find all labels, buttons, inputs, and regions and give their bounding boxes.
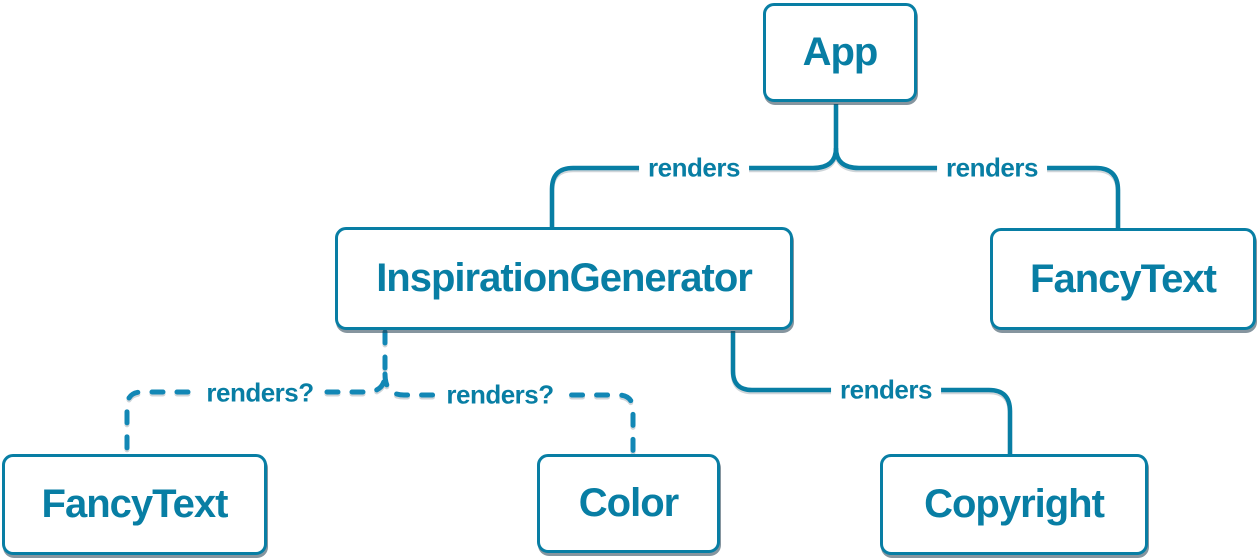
edge-app-to-fancy-text [833,147,1121,229]
node-fancy-text-top-label: FancyText [1030,256,1217,301]
node-inspiration-generator: InspirationGenerator [335,227,793,330]
edge-app-to-inspiration-generator [549,147,839,228]
edge-label-inspiration-generator-to-color: renders? [437,379,563,411]
node-copyright: Copyright [880,454,1148,555]
node-copyright-label: Copyright [924,482,1105,526]
node-app-label: App [802,30,879,74]
edge-label-inspiration-generator-to-copyright: renders [831,374,941,406]
edge-label-app-to-fancy-text: renders [937,152,1047,184]
edge-label-inspiration-generator-to-fancy-text: renders? [197,377,323,409]
node-fancy-text-top: FancyText [990,228,1256,330]
node-fancy-text-bottom: FancyText [2,454,267,555]
node-inspiration-generator-label: InspirationGenerator [376,256,753,300]
node-color-label: Color [578,481,679,525]
edge-inspiration-generator-to-color [382,371,636,458]
node-app: App [763,3,917,102]
edge-label-app-to-inspiration-generator: renders [639,152,749,184]
node-fancy-text-bottom-label: FancyText [41,482,229,526]
node-color: Color [537,454,720,553]
